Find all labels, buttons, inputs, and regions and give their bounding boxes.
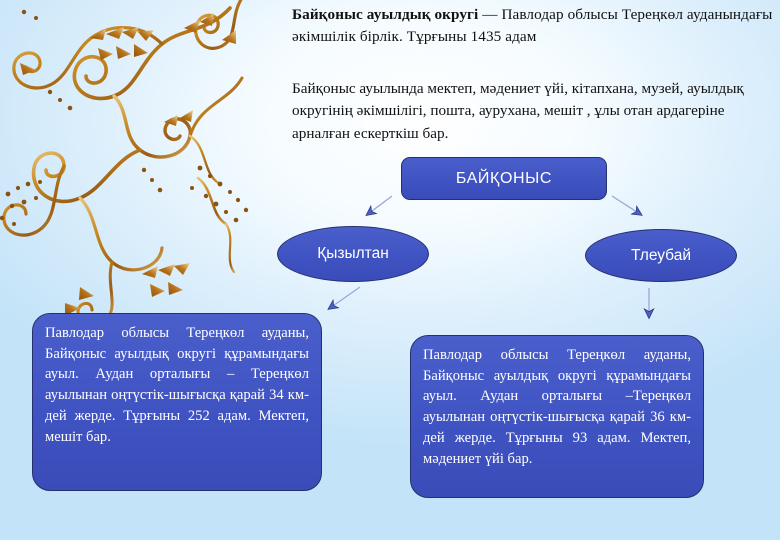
arrow-root-to-tleubai — [611, 195, 640, 214]
diagram-node-kyzyltan[interactable]: Қызылтан — [277, 226, 429, 282]
diagram-node-tleubai[interactable]: Тлеубай — [585, 229, 737, 282]
description-card-kyzyltan-text: Павлодар облысы Тереңкөл ауданы, Байқоны… — [45, 325, 309, 445]
description-card-kyzyltan[interactable]: Павлодар облысы Тереңкөл ауданы, Байқоны… — [32, 313, 322, 491]
arrow-kyzyltan-to-card — [330, 286, 361, 308]
header-paragraph-2: Байқоныс ауылында мектеп, мәдениет үйі, … — [292, 80, 744, 142]
header-paragraph-1: Байқоныс ауылдық округі — Павлодар облыс… — [292, 4, 774, 49]
arrow-root-to-kyzyltan — [368, 195, 393, 214]
header-lead-rest: — Павлодар облысы Тереңкөл ауданындағы ә… — [292, 6, 773, 46]
description-card-tleubai-text: Павлодар облысы Тереңкөл ауданы, Байқоны… — [423, 347, 691, 467]
floral-filigree-ornament — [0, 0, 249, 322]
header-lead-title: Байқоныс ауылдық округі — [292, 6, 479, 23]
diagram-node-root[interactable]: БАЙҚОНЫС — [401, 157, 607, 200]
description-card-tleubai[interactable]: Павлодар облысы Тереңкөл ауданы, Байқоны… — [410, 335, 704, 498]
